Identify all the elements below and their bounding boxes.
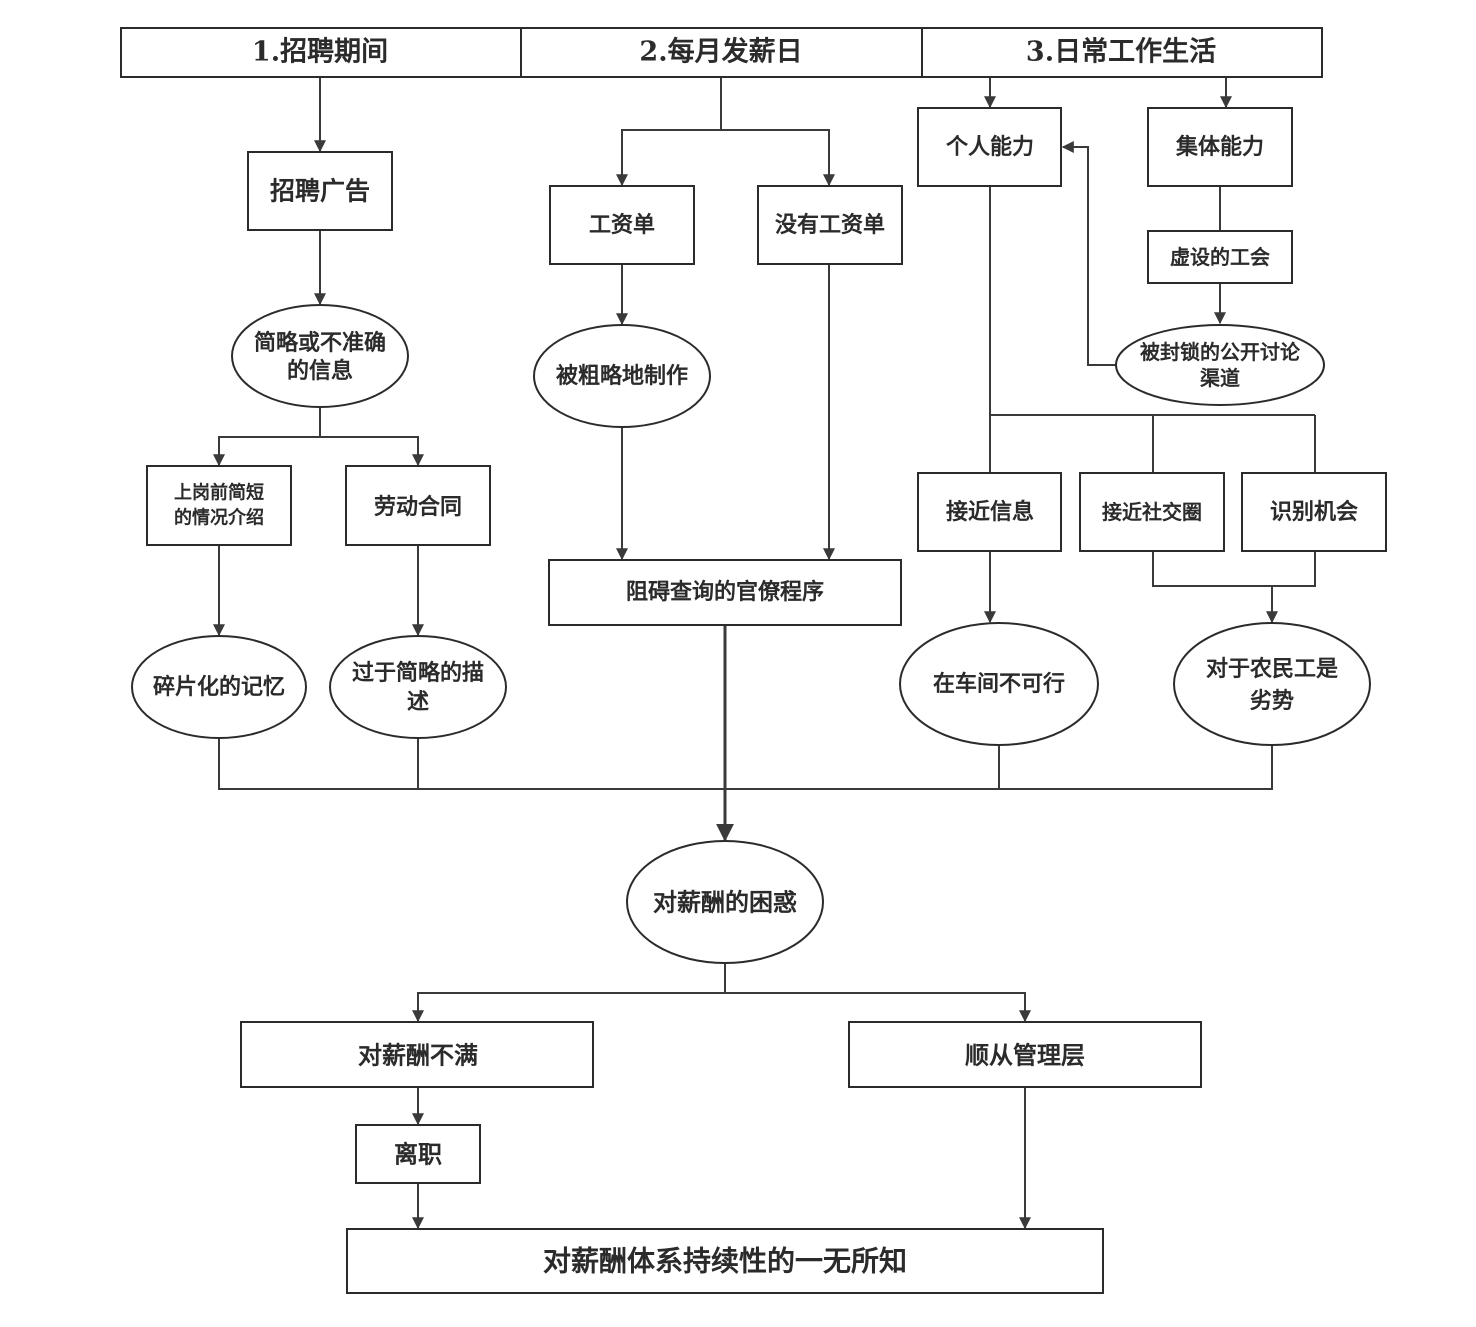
no-payslip: 没有工资单 [775, 212, 885, 238]
bureaucracy-box [548, 559, 902, 626]
recruitment-ad-box [247, 151, 393, 231]
fragmented-memory-ellipse [131, 635, 307, 739]
resignation: 离职 [394, 1140, 442, 1169]
connector [213, 407, 321, 467]
connector [412, 964, 726, 1023]
too-brief-line1: 过于简略的描 [352, 660, 484, 686]
brief-info-ellipse [231, 304, 409, 408]
connector [1152, 551, 1316, 587]
ignorance: 对薪酬体系持续性的一无所知 [543, 1245, 907, 1278]
connector [218, 738, 1273, 790]
fake-union: 虚设的工会 [1170, 245, 1270, 269]
info-access: 接近信息 [946, 499, 1034, 525]
connector [721, 129, 835, 187]
disadvantage-ellipse [1173, 622, 1371, 746]
no-payslip-box [757, 185, 903, 265]
social-access: 接近社交圈 [1102, 500, 1202, 524]
ignorance-box [346, 1228, 1104, 1294]
resignation-box [355, 1124, 481, 1184]
too-brief-line2: 述 [407, 689, 429, 715]
bureaucracy: 阻碍查询的官僚程序 [626, 579, 824, 605]
opportunity-box [1241, 472, 1387, 552]
pre-intro-box [146, 465, 292, 546]
brief-info-line1: 简略或不准确 [254, 330, 386, 356]
fake-union-box [1147, 230, 1293, 284]
fragmented-memory: 碎片化的记忆 [153, 674, 285, 700]
confusion: 对薪酬的困惑 [653, 888, 797, 917]
brief-info-line2: 的信息 [287, 358, 353, 384]
disadvantage-line2: 劣势 [1250, 688, 1294, 714]
compliance: 顺从管理层 [965, 1041, 1085, 1070]
blocked-channels-ellipse [1115, 324, 1325, 406]
pre-intro-line2: 的情况介绍 [174, 507, 264, 529]
connector [1061, 141, 1116, 366]
payslip-box [549, 185, 695, 265]
connector [320, 436, 424, 467]
header-recruitment-box [120, 27, 522, 78]
header-daily-life-box [921, 27, 1323, 78]
payday-column: 工资单 没有工资单 被粗略地制作 阻碍查询的官僚程序 [533, 185, 903, 626]
contract: 劳动合同 [374, 494, 462, 520]
connector [725, 992, 1031, 1023]
pre-intro-line1: 上岗前简短 [174, 482, 264, 504]
collective: 集体能力 [1175, 134, 1264, 160]
collective-box [1147, 107, 1293, 187]
daily-life-column: 个人能力 集体能力 虚设的工会 被封锁的公开讨论 渠道 接近信息 接近社交圈 识… [899, 107, 1387, 746]
dissatisfaction-box [240, 1021, 594, 1088]
compliance-box [848, 1021, 1202, 1088]
rough-ellipse [533, 324, 711, 428]
blocked-channels-line2: 渠道 [1200, 366, 1240, 390]
social-access-box [1079, 472, 1225, 552]
contract-box [345, 465, 491, 546]
dissatisfaction: 对薪酬不满 [358, 1041, 478, 1070]
rough: 被粗略地制作 [556, 363, 688, 389]
opportunity: 识别机会 [1270, 499, 1358, 525]
connector [616, 77, 722, 187]
header-daily-life: 3.日常工作生活 [1026, 37, 1216, 68]
disadvantage-line1: 对于农民工是 [1206, 656, 1338, 682]
outcomes: 对薪酬的困惑 对薪酬不满 顺从管理层 离职 对薪酬体系持续性的一无所知 [240, 840, 1202, 1294]
individual-box [917, 107, 1062, 187]
too-brief-ellipse [329, 635, 507, 739]
payslip: 工资单 [589, 212, 655, 238]
individual: 个人能力 [946, 134, 1034, 160]
info-access-box [917, 472, 1062, 552]
not-feasible: 在车间不可行 [933, 671, 1065, 697]
header-recruitment: 1.招聘期间 [252, 37, 388, 68]
recruitment-column: 招聘广告 简略或不准确 的信息 上岗前简短 的情况介绍 劳动合同 碎片化的记忆 … [131, 151, 507, 739]
not-feasible-ellipse [899, 622, 1099, 746]
header-payday: 2.每月发薪日 [639, 36, 802, 68]
confusion-ellipse [626, 840, 824, 964]
blocked-channels-line1: 被封锁的公开讨论 [1140, 340, 1301, 364]
recruitment-ad: 招聘广告 [270, 177, 370, 206]
header-bar: 1.招聘期间 2.每月发薪日 3.日常工作生活 [120, 27, 1323, 78]
header-payday-box [520, 27, 923, 78]
connectors [213, 77, 1316, 1230]
